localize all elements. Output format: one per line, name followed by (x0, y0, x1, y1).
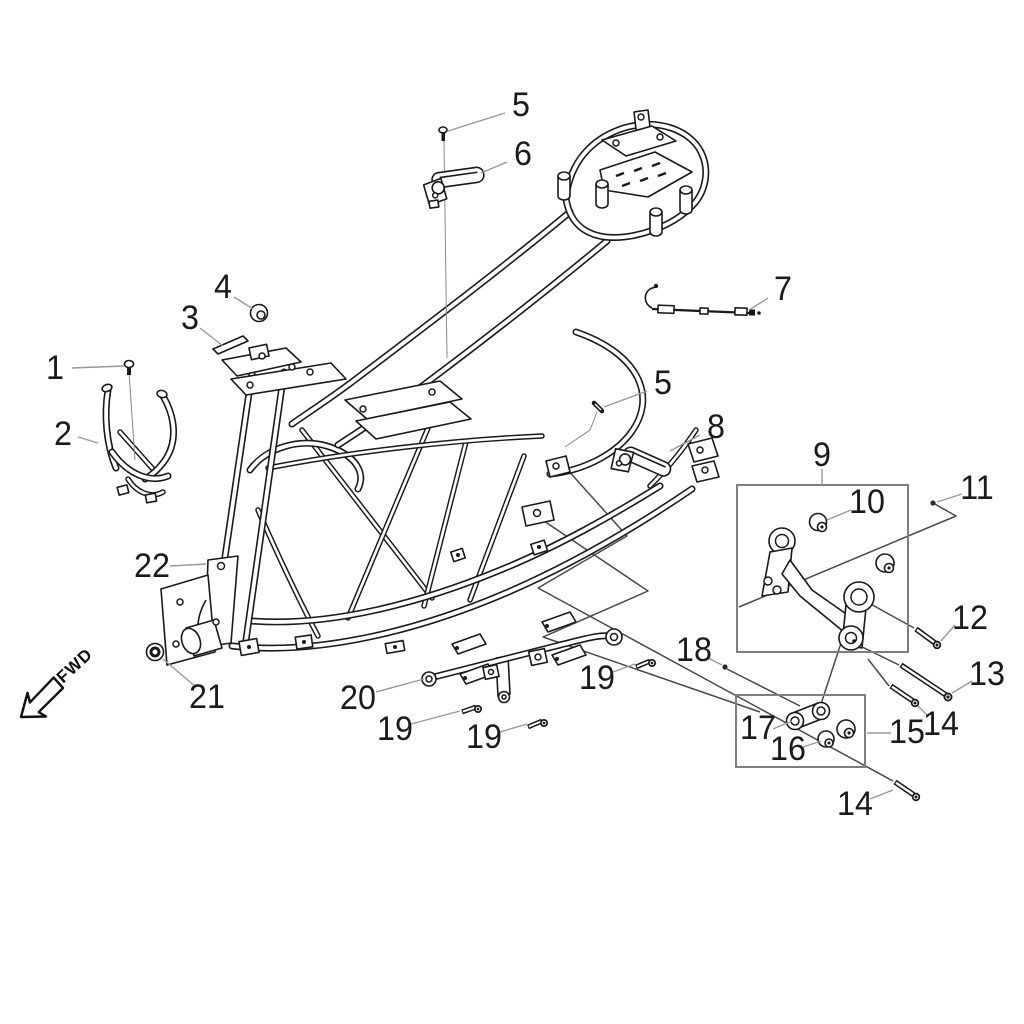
callout-19b: 19 (466, 718, 502, 756)
part-9-linkage (761, 512, 895, 651)
front-foot (160, 555, 260, 666)
leader-22 (169, 563, 207, 567)
mount-bolts (889, 626, 953, 802)
callout-13: 13 (969, 655, 1005, 693)
connector-line-5 (866, 601, 915, 629)
leader-4 (233, 296, 254, 310)
callout-1: 1 (46, 349, 64, 387)
fwd-arrow-icon (19, 676, 65, 719)
leader-11 (936, 493, 963, 503)
leader-13 (951, 680, 973, 694)
leader-5b (603, 390, 648, 408)
leader-21 (162, 658, 197, 688)
leader-17 (772, 720, 793, 730)
fwd-label: FWD (52, 644, 97, 687)
callout-2: 2 (54, 415, 72, 453)
leader-6 (480, 161, 508, 174)
leader-19c (612, 663, 636, 673)
callout-8: 8 (707, 408, 725, 446)
part-4-plug (249, 303, 269, 323)
callout-19a: 19 (377, 710, 413, 748)
part-20-crossmember (421, 611, 623, 704)
leader-8 (669, 434, 701, 452)
part-12-bolt (914, 626, 942, 650)
leader-lines (71, 112, 973, 800)
callout-22: 22 (134, 547, 170, 585)
leader-14a (917, 705, 929, 717)
part-1-bolt (123, 359, 136, 461)
connector-line-4 (726, 668, 801, 707)
callout-3: 3 (181, 299, 199, 337)
callout-6: 6 (514, 135, 532, 173)
bushing-right (875, 553, 895, 574)
part-15-bushing (836, 719, 856, 739)
part-7-cable (644, 283, 761, 317)
frame-body (160, 109, 720, 666)
connector-line-1 (537, 457, 894, 782)
callout-10: 10 (849, 483, 885, 521)
ref-dot-11 (930, 500, 936, 506)
part-21-washer (145, 642, 165, 662)
leader-5a (447, 112, 506, 132)
part-14-bolt-upper (889, 683, 920, 708)
leader-18 (707, 657, 723, 666)
leader-7 (748, 297, 769, 311)
callout-5b: 5 (654, 364, 672, 402)
callout-18: 18 (676, 631, 712, 669)
ref-dot-18 (722, 664, 728, 670)
callout-15: 15 (889, 713, 925, 751)
rear-bracket-plate (601, 125, 677, 157)
leader-3 (199, 327, 224, 347)
leader-14b (869, 789, 894, 800)
callout-11: 11 (960, 469, 994, 507)
part-17-link-set (785, 701, 856, 748)
leader-10 (826, 509, 852, 521)
leader-19b (499, 723, 528, 733)
part-10-bushing (808, 512, 828, 533)
part-8-footrest (610, 446, 672, 477)
leader-1 (71, 365, 125, 369)
part-13-bolt (899, 662, 953, 702)
leader-20 (375, 678, 425, 693)
part-16-bushing (817, 730, 835, 748)
callout-19c: 19 (579, 659, 615, 697)
callout-7: 7 (774, 270, 792, 308)
callout-14b: 14 (837, 785, 873, 823)
connector-line-3 (738, 502, 957, 608)
callout-21: 21 (189, 678, 225, 716)
part-3-strip (212, 335, 249, 355)
part-14-bolt-lower (893, 779, 921, 802)
part-6-footrest (422, 166, 485, 210)
part-2-front-guard (101, 383, 173, 504)
callout-9: 9 (813, 436, 831, 474)
part-5-bolt-mid (564, 400, 605, 448)
leader-19a (410, 710, 461, 725)
callout-5a: 5 (512, 86, 530, 124)
leader-2 (77, 436, 99, 444)
callout-17: 17 (740, 709, 776, 747)
detail-box-2 (735, 694, 866, 768)
callout-16: 16 (770, 730, 806, 768)
part-19-bolts (461, 658, 656, 730)
bump-stop-cylinders (557, 171, 693, 237)
connector-line-7 (867, 658, 890, 687)
callout-4: 4 (214, 268, 232, 306)
leader-12 (940, 624, 956, 642)
leader-16 (802, 740, 822, 748)
callout-14a: 14 (923, 705, 959, 743)
callout-12: 12 (952, 599, 988, 637)
callout-20: 20 (340, 679, 376, 717)
